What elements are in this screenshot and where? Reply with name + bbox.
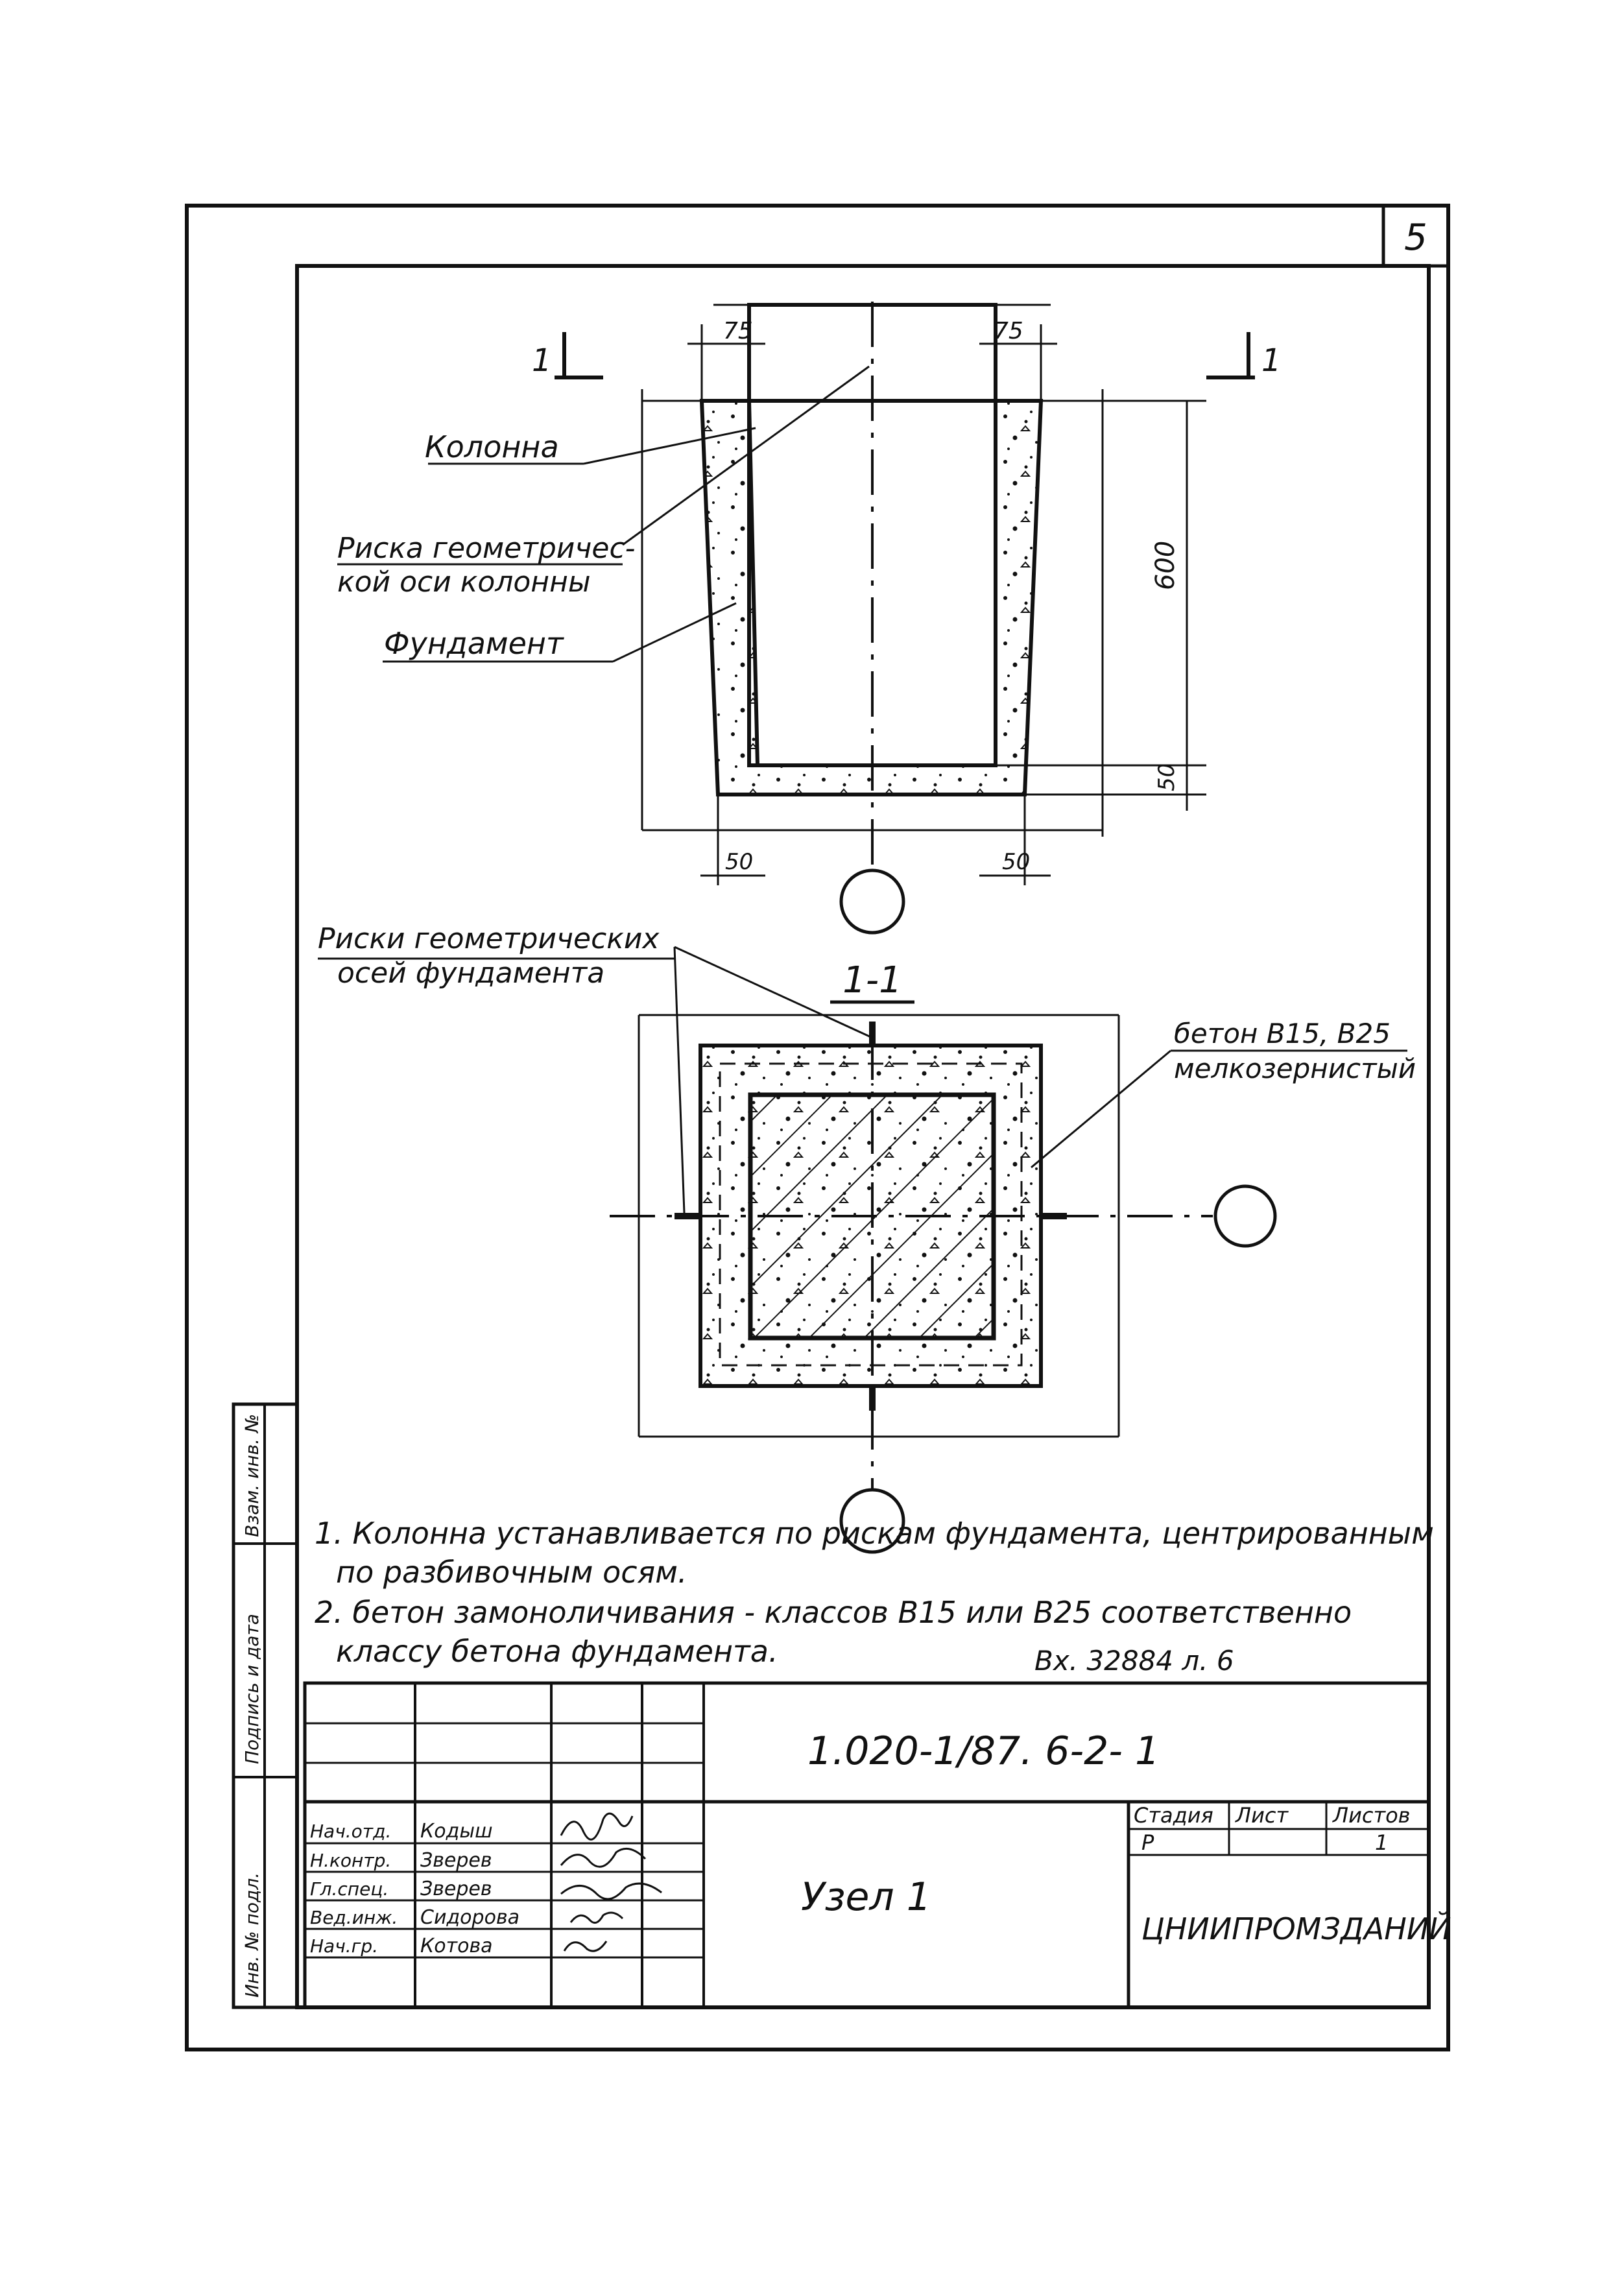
dim-height: 600 <box>1151 541 1180 590</box>
note-1: 1. Колонна устанавливается по рискам фун… <box>315 1516 1434 1551</box>
sign-name-3: Зверев <box>420 1878 492 1900</box>
dim-bottom-left: 50 <box>725 849 753 875</box>
sheet-header: Лист <box>1235 1803 1289 1828</box>
label-axis-mark-2: кой оси колонны <box>337 566 591 599</box>
svg-text:1: 1 <box>1261 342 1282 379</box>
dim-bottom-gap: 50 <box>1154 763 1180 791</box>
signature-scribble-2 <box>560 1847 647 1868</box>
side-stamp: Взам. инв. № Подпись и дата Инв. № подл. <box>232 1402 299 2009</box>
org-name: ЦНИИПРОМЗДАНИЙ <box>1141 1911 1451 1946</box>
sign-role-5: Нач.гр. <box>310 1935 378 1957</box>
sign-name-2: Зверев <box>420 1849 492 1872</box>
sign-role-4: Вед.инж. <box>310 1907 398 1928</box>
note-1-cont: по разбивочным осям. <box>336 1555 687 1590</box>
sign-role-3: Гл.спец. <box>310 1878 388 1900</box>
stamp-inv-original: Инв. № подл. <box>241 1872 263 1998</box>
label-foundation: Фундамент <box>384 626 564 661</box>
notes: 1. Колонна устанавливается по рискам фун… <box>315 1516 1434 1677</box>
axis-bubble-right <box>1213 1184 1277 1248</box>
dim-top-left: 75 <box>723 318 753 344</box>
stamp-replace-inv: Взам. инв. № <box>241 1414 263 1537</box>
section-cut-mark-right: 1 <box>1206 332 1282 379</box>
sheets-value: 1 <box>1375 1830 1388 1855</box>
outer-frame <box>185 204 1450 2051</box>
page-number: 5 <box>1404 217 1427 259</box>
dim-bottom-right: 50 <box>1002 849 1030 875</box>
title-block: 1.020-1/87. 6-2- 1 Узел 1 Стадия Лист Ли… <box>303 1681 1451 2009</box>
sign-name-4: Сидорова <box>420 1906 519 1929</box>
ref-note: Вх. 32884 л. 6 <box>1034 1645 1234 1677</box>
section-1-1: 1-1 Риски геометрических осей фундамента… <box>318 922 1416 1554</box>
label-axis-marks-1: Риски геометрических <box>318 922 660 955</box>
section-title: 1-1 <box>842 959 902 1001</box>
sign-role-2: Н.контр. <box>310 1850 391 1871</box>
axis-bubble-bottom <box>839 1488 905 1554</box>
sheets-header: Листов <box>1332 1803 1411 1828</box>
axis-bubble-top <box>839 868 905 935</box>
foundation-elevation: 75 75 600 50 50 50 1 1 Колонна Риска гео… <box>337 302 1282 935</box>
note-2: 2. бетон замоноличивания - классов В15 и… <box>315 1595 1352 1630</box>
sign-name-1: Кодыш <box>420 1820 493 1843</box>
grout-ring <box>719 1062 1023 1367</box>
page-number-box <box>1381 204 1450 268</box>
section-cut-mark-left: 1 <box>532 332 603 379</box>
stage-value: Р <box>1141 1830 1154 1855</box>
sign-name-5: Котова <box>420 1935 493 1957</box>
label-concrete-2: мелкозернистый <box>1174 1053 1416 1084</box>
signature-scribble-5 <box>563 1941 608 1952</box>
stamp-signature-date: Подпись и дата <box>241 1614 263 1764</box>
dim-top-right: 75 <box>994 318 1023 344</box>
signature-scribble-3 <box>560 1882 662 1900</box>
signature-scribble-1 <box>560 1812 634 1841</box>
label-concrete-1: бетон В15, В25 <box>1174 1018 1391 1049</box>
label-axis-marks-2: осей фундамента <box>337 957 604 990</box>
signature-scribble-4 <box>569 1911 624 1924</box>
stage-header: Стадия <box>1134 1803 1213 1828</box>
label-column: Колонна <box>425 429 559 464</box>
label-axis-mark-1: Риска геометричес- <box>337 532 636 565</box>
note-2-cont: классу бетона фундамента. <box>336 1634 778 1669</box>
drawing-title: Узел 1 <box>801 1874 931 1920</box>
svg-text:1: 1 <box>532 342 552 379</box>
sign-role-1: Нач.отд. <box>310 1821 391 1842</box>
doc-code: 1.020-1/87. 6-2- 1 <box>807 1728 1160 1774</box>
